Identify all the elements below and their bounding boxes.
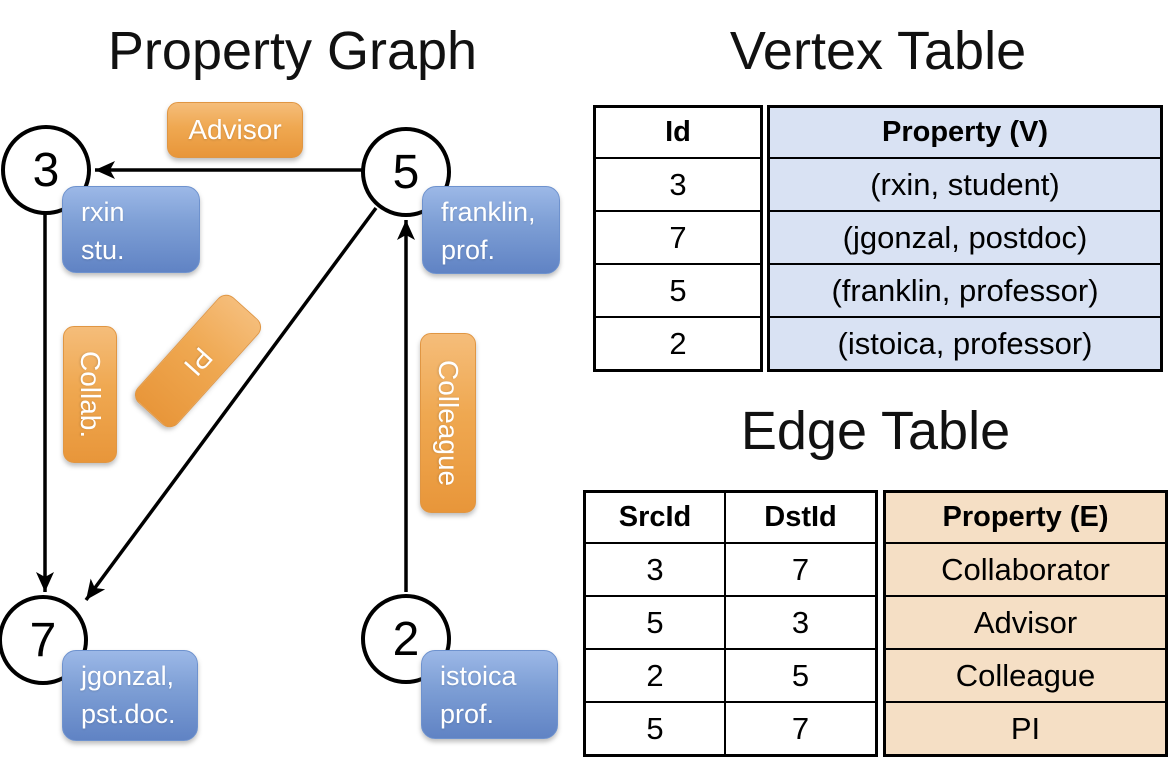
- vertex-table-property-column: Property (V) (rxin, student) (jgonzal, p…: [767, 105, 1163, 372]
- edge-table-title: Edge Table: [740, 401, 1011, 461]
- edge-table-src-cell: 5: [646, 710, 664, 746]
- edge-table-dst-cell: 7: [724, 544, 875, 595]
- vertex-property-line: franklin,: [441, 197, 536, 227]
- edge-table-header-property: Property (E): [942, 501, 1109, 533]
- vertex-property-line: stu.: [81, 235, 125, 265]
- edge-table-id-row: 5 7: [586, 701, 875, 754]
- vertex-table-property-cell: (istoica, professor): [770, 316, 1160, 369]
- vertex-property-line: rxin: [81, 197, 125, 227]
- vertex-property-line: prof.: [440, 699, 495, 729]
- edge-label-collab: Collab.: [63, 326, 117, 463]
- vertex-table-header-id: Id: [665, 116, 691, 148]
- edge-table-property-cell: Advisor: [886, 595, 1165, 648]
- vertex-table-header-property: Property (V): [882, 116, 1048, 148]
- edge-table-property-cell: Colleague: [886, 648, 1165, 701]
- vertex-property-line: jgonzal,: [81, 661, 175, 691]
- edge-table-src-cell: 2: [646, 657, 664, 693]
- vertex-table-id-cell: 5: [596, 263, 760, 316]
- graph-node-5: 5: [361, 127, 451, 217]
- graph-edges-layer: [36, 161, 415, 602]
- edge-table-src-cell: 5: [646, 604, 664, 640]
- node-7-id: 7: [29, 613, 57, 667]
- edge-table-header-dstid: DstId: [724, 493, 875, 542]
- vertex-property-line: pst.doc.: [81, 699, 176, 729]
- node-3-id: 3: [32, 143, 60, 197]
- vertex-table-property-cell: (jgonzal, postdoc): [770, 210, 1160, 263]
- edge-table-id-columns: SrcId DstId 3 7 5 3 2 5 5 7: [583, 490, 878, 757]
- vertex-table-id-cell: 2: [596, 316, 760, 369]
- edge-table-header-row: SrcId DstId: [586, 493, 875, 542]
- edge-table-id-row: 3 7: [586, 542, 875, 595]
- node-5-id: 5: [392, 145, 420, 199]
- vertex-table-id-cell: 3: [596, 157, 760, 210]
- edge-table-property-cell: PI: [886, 701, 1165, 754]
- graph-node-2: 2: [361, 594, 451, 684]
- edge-table-dst-cell: 5: [724, 650, 875, 701]
- vertex-table-property-cell: (franklin, professor): [770, 263, 1160, 316]
- vertex-property-line: prof.: [441, 235, 496, 265]
- vertex-property-box-franklin: franklin, prof.: [422, 186, 560, 274]
- edge-table-property-cell: Collaborator: [886, 542, 1165, 595]
- edge-table-dst-cell: 7: [724, 703, 875, 754]
- edge-table-property-column: Property (E) Collaborator Advisor Collea…: [883, 490, 1168, 757]
- vertex-property-box-jgonzal: jgonzal, pst.doc.: [62, 650, 198, 741]
- edge-label-advisor: Advisor: [167, 102, 303, 158]
- property-graph-title: Property Graph: [107, 21, 478, 81]
- node-2-id: 2: [392, 612, 420, 666]
- edge-table-dst-cell: 3: [724, 597, 875, 648]
- edge-table-header-srcid: SrcId: [618, 501, 692, 533]
- vertex-property-box-rxin: rxin stu.: [62, 186, 200, 273]
- vertex-property-line: istoica: [440, 661, 517, 691]
- edge-label-colleague: Colleague: [420, 333, 476, 513]
- edge-table-id-row: 5 3: [586, 595, 875, 648]
- edge-table-id-row: 2 5: [586, 648, 875, 701]
- edge-pi-line: [84, 206, 378, 602]
- edge-table-src-cell: 3: [646, 551, 664, 587]
- vertex-table-id-cell: 7: [596, 210, 760, 263]
- vertex-table-title: Vertex Table: [729, 21, 1027, 81]
- vertex-property-box-istoica: istoica prof.: [421, 650, 558, 739]
- vertex-table-id-column: Id 3 7 5 2: [593, 105, 763, 372]
- vertex-table-property-cell: (rxin, student): [770, 157, 1160, 210]
